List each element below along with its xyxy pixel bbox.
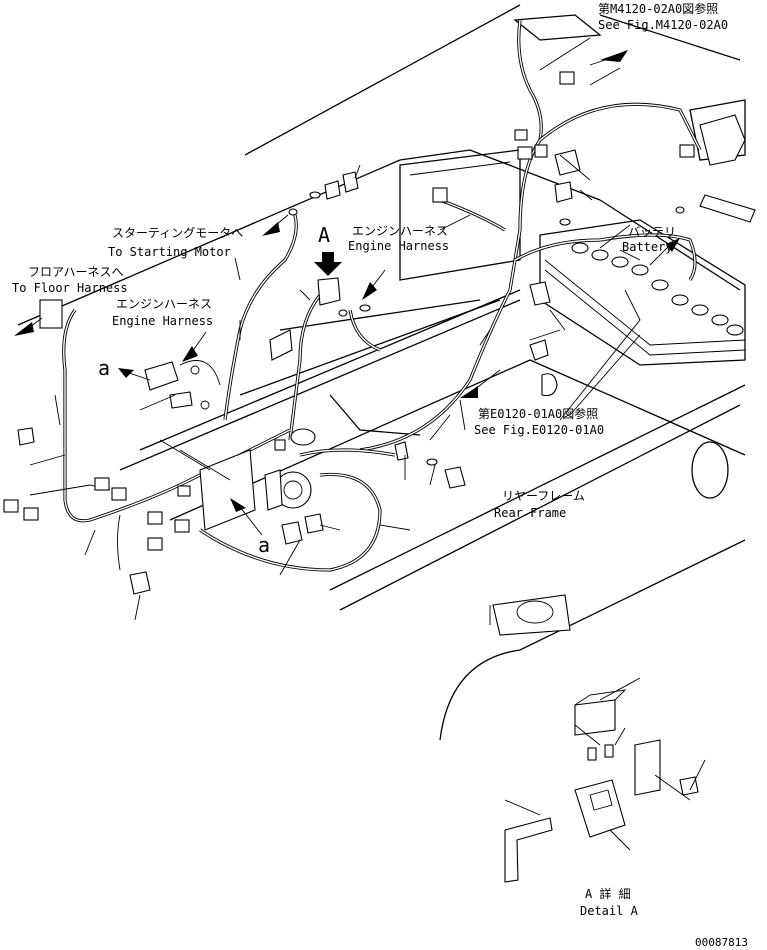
- drawing-number: 00087813: [695, 936, 748, 949]
- leader-lines: [29, 37, 706, 851]
- frame-outline: [17, 4, 746, 741]
- arrow-engine-harness-top-icon: [362, 282, 377, 300]
- label-floor-harness-en: To Floor Harness: [12, 281, 128, 295]
- label-see-e0120-en: See Fig.E0120-01A0: [474, 423, 604, 437]
- label-engine-harness-top-jp: エンジンハーネス: [352, 224, 448, 238]
- battery-assembly: [539, 194, 756, 366]
- labels: 第M4120-02A0図参照 See Fig.M4120-02A0 スターティン…: [12, 1, 748, 949]
- label-engine-harness-top-en: Engine Harness: [348, 239, 449, 253]
- harness-wires: [29, 19, 702, 572]
- label-see-m4120-en: See Fig.M4120-02A0: [598, 18, 728, 32]
- arrow-rear-frame-icon: [569, 334, 641, 416]
- label-starting-motor-jp: スターティングモータへ: [112, 226, 243, 240]
- label-see-m4120-jp: 第M4120-02A0図参照: [598, 1, 718, 16]
- battery-cells: [571, 242, 744, 336]
- arrow-e0120-icon: [460, 386, 478, 398]
- label-floor-harness-jp: フロアハーネスへ: [28, 265, 124, 279]
- label-rear-frame-jp: リヤーフレーム: [502, 489, 585, 503]
- label-engine-harness-left-en: Engine Harness: [112, 314, 213, 328]
- arrow-battery-icon: [666, 238, 680, 252]
- label-battery-jp: バッテリ: [628, 225, 676, 239]
- arrow-floor-harness-icon: [14, 322, 34, 336]
- label-starting-motor-en: To Starting Motor: [108, 245, 231, 259]
- label-battery-en: Battery: [622, 240, 673, 254]
- label-rear-frame-en: Rear Frame: [494, 506, 566, 520]
- label-engine-harness-left-jp: エンジンハーネス: [116, 297, 212, 311]
- label-a-left: a: [98, 356, 110, 380]
- label-a-bottom: a: [258, 533, 270, 557]
- label-detail-a-en: Detail A: [580, 904, 639, 918]
- connectors: [3, 71, 746, 551]
- view-arrow-a-icon: [314, 252, 342, 276]
- arrow-a-bottom-icon: [230, 498, 246, 512]
- tow-lug: [492, 594, 571, 636]
- engine-block: [399, 149, 521, 281]
- fasteners: [17, 171, 685, 595]
- label-view-a: A: [318, 223, 330, 247]
- arrow-engine-harness-left-icon: [182, 346, 198, 362]
- arrow-a-left-icon: [118, 368, 134, 378]
- detail-a: [504, 689, 699, 883]
- label-detail-a-jp: A 詳 細: [585, 886, 631, 901]
- arrows: [14, 50, 680, 536]
- label-see-e0120-jp: 第E0120-01A0図参照: [478, 406, 598, 421]
